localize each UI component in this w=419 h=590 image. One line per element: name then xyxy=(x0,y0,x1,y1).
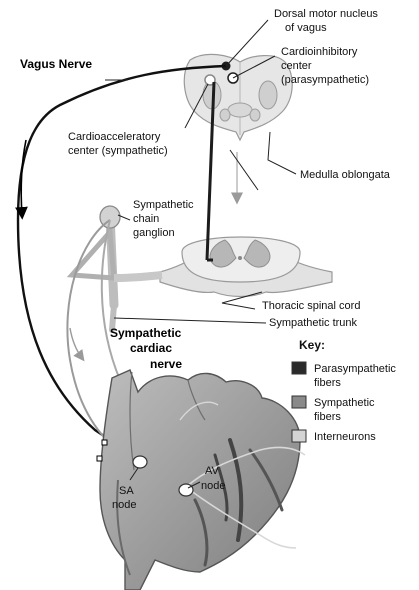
thoracic-spinal-cord xyxy=(160,237,332,297)
sa-node-label-1: SA xyxy=(119,485,134,497)
chain-ganglion-label-3: ganglion xyxy=(133,227,175,239)
av-node-label-2: node xyxy=(201,480,225,492)
sa-node xyxy=(133,456,147,468)
av-node xyxy=(179,484,193,496)
dorsal-motor-label-1: Dorsal motor nucleus xyxy=(274,8,378,20)
legend-swatch-parasympathetic xyxy=(292,362,306,374)
legend-swatch-interneurons xyxy=(292,430,306,442)
cardioinhibitory-label-1: Cardioinhibitory xyxy=(281,46,358,58)
legend-label-sympathetic-2: fibers xyxy=(314,411,341,423)
legend-title: Key: xyxy=(299,338,325,352)
vagus-synapse-marker xyxy=(97,456,102,461)
cardioaccel-label-1: Cardioacceleratory xyxy=(68,131,161,143)
chain-ganglion-label-1: Sympathetic xyxy=(133,199,194,211)
legend-label-parasympathetic-2: fibers xyxy=(314,377,341,389)
legend: Key: Parasympathetic fibers Sympathetic … xyxy=(292,338,396,443)
vagus-synapse-marker xyxy=(102,440,107,445)
legend-item-interneurons: Interneurons xyxy=(292,430,376,443)
cardiac-nerve-label-2: cardiac xyxy=(130,341,172,355)
vagus-nerve-label: Vagus Nerve xyxy=(20,57,92,71)
legend-label-interneurons: Interneurons xyxy=(314,431,376,443)
cardiac-nerve-label-1: Sympathetic xyxy=(110,326,182,340)
cardioinhibitory-label-2: center xyxy=(281,60,312,72)
legend-item-sympathetic: Sympathetic fibers xyxy=(292,396,375,423)
symp-trunk-label: Sympathetic trunk xyxy=(269,317,358,329)
cardioinhibitory-label-3: (parasympathetic) xyxy=(281,74,369,86)
chain-ganglion-label-2: chain xyxy=(133,213,159,225)
av-node-label-1: AV xyxy=(205,465,220,477)
sa-node-label-2: node xyxy=(112,499,136,511)
dorsal-motor-label-2: of vagus xyxy=(285,22,327,34)
cardiac-nerve-label-3: nerve xyxy=(150,357,182,371)
legend-label-parasympathetic-1: Parasympathetic xyxy=(314,363,396,375)
legend-item-parasympathetic: Parasympathetic fibers xyxy=(292,362,396,389)
thoracic-label: Thoracic spinal cord xyxy=(262,300,360,312)
legend-label-sympathetic-1: Sympathetic xyxy=(314,397,375,409)
medulla-label: Medulla oblongata xyxy=(300,169,391,181)
legend-swatch-sympathetic xyxy=(292,396,306,408)
cardioaccel-label-2: center (sympathetic) xyxy=(68,145,168,157)
